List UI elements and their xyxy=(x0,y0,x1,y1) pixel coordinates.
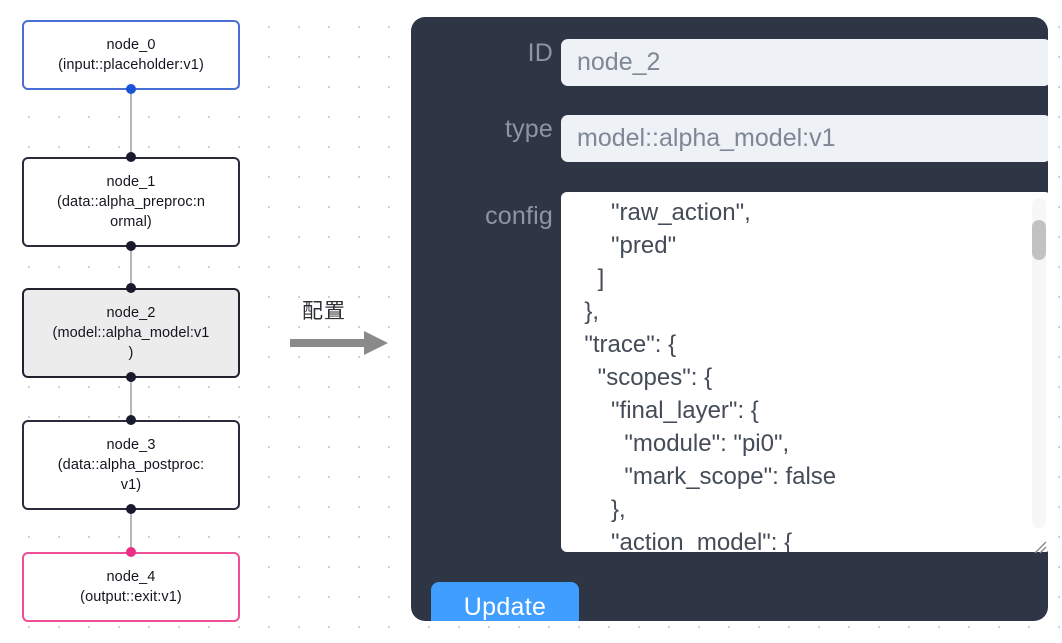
graph-node-label: node_1 (data::alpha_preproc:n ormal) xyxy=(56,174,206,230)
annotation-label: 配置 xyxy=(302,299,346,323)
graph-node-label: node_4 (output::exit:v1) xyxy=(80,569,182,605)
graph-node-label: node_3 (data::alpha_postproc: v1) xyxy=(57,437,205,493)
graph-node-label: node_0 (input::placeholder:v1) xyxy=(58,37,204,73)
resize-handle-icon[interactable] xyxy=(1032,539,1048,555)
graph-canvas[interactable]: node_0 (input::placeholder:v1) node_1 (d… xyxy=(0,0,400,643)
graph-node-node_1[interactable]: node_1 (data::alpha_preproc:n ormal) xyxy=(22,157,240,247)
graph-node-label: node_2 (model::alpha_model:v1 ) xyxy=(52,305,210,361)
config-textarea-wrapper xyxy=(561,192,1048,557)
edge-node3-node4 xyxy=(130,508,132,550)
field-row-config: config xyxy=(431,192,1048,557)
config-textarea[interactable] xyxy=(561,192,1048,552)
graph-node-node_0[interactable]: node_0 (input::placeholder:v1) xyxy=(22,20,240,90)
graph-node-node_3[interactable]: node_3 (data::alpha_postproc: v1) xyxy=(22,420,240,510)
port-node_2-input[interactable] xyxy=(126,283,136,293)
update-button[interactable]: Update xyxy=(431,582,579,621)
edge-node2-node3 xyxy=(130,375,132,422)
edge-node1-node2 xyxy=(130,245,132,291)
config-scrollbar-track[interactable] xyxy=(1032,198,1046,528)
field-row-id: ID xyxy=(431,39,1048,86)
config-scrollbar-thumb[interactable] xyxy=(1032,220,1046,260)
graph-node-node_4[interactable]: node_4 (output::exit:v1) xyxy=(22,552,240,622)
port-node_3-input[interactable] xyxy=(126,415,136,425)
field-row-type: type xyxy=(431,115,1048,162)
node-config-panel: ID type config Update xyxy=(411,17,1048,621)
port-node_3-output[interactable] xyxy=(126,504,136,514)
edge-node0-node1 xyxy=(130,88,132,160)
port-node_0-output[interactable] xyxy=(126,84,136,94)
type-input[interactable] xyxy=(561,115,1048,162)
arrow-right-icon xyxy=(290,331,388,355)
id-field-label: ID xyxy=(527,39,553,67)
graph-node-node_2[interactable]: node_2 (model::alpha_model:v1 ) xyxy=(22,288,240,378)
port-node_4-input[interactable] xyxy=(126,547,136,557)
config-field-label: config xyxy=(485,202,553,230)
port-node_1-output[interactable] xyxy=(126,241,136,251)
type-field-label: type xyxy=(504,115,553,143)
port-node_2-output[interactable] xyxy=(126,372,136,382)
id-input[interactable] xyxy=(561,39,1048,86)
port-node_1-input[interactable] xyxy=(126,152,136,162)
annotation-group: 配置 xyxy=(280,295,405,365)
